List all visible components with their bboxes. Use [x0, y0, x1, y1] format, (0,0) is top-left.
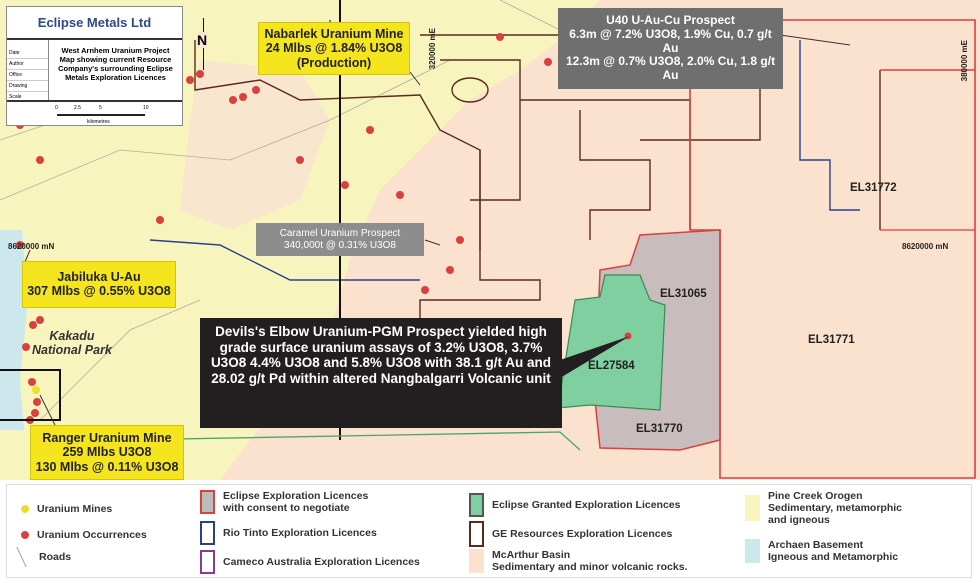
rio-swatch: [200, 521, 215, 545]
legend-label: Archaen Basement: [768, 539, 864, 551]
legend-label: GE Resources Exploration Licences: [492, 528, 673, 540]
map-title: West Arnhem Uranium Project Map showing …: [58, 46, 173, 82]
company-name: Eclipse Metals Ltd: [7, 7, 182, 40]
callout-line: Ranger Uranium Mine: [42, 431, 172, 445]
field-drawing: Drawing: [7, 81, 48, 92]
park-label-line: Kakadu: [49, 329, 95, 343]
consent-swatch: [200, 490, 215, 514]
callout-line: U40 U-Au-Cu Prospect: [606, 13, 735, 27]
field-author: Author: [7, 59, 48, 70]
field-office: Office: [7, 70, 48, 81]
cameco-swatch: [200, 550, 215, 574]
callout-line: 6.3m @ 7.2% U3O8, 1.9% Cu, 0.7 g/t Au: [569, 26, 772, 55]
legend-label: Pine Creek Orogen: [768, 490, 863, 502]
northing-label: 8620000 mN: [902, 242, 949, 251]
uranium-mine-icon: [21, 505, 29, 513]
callout-line: 340,000t @ 0.31% U3O8: [284, 239, 396, 251]
devils-elbow-callout: Devils's Elbow Uranium-PGM Prospect yiel…: [200, 318, 562, 428]
scale-bar: 0 2.5 5 10 kilometres: [7, 102, 182, 130]
licence-label: EL31065: [660, 288, 707, 300]
road-icon: [16, 547, 36, 567]
callout-line: Jabiluka U-Au: [57, 270, 141, 284]
scale-tick: 0: [55, 105, 58, 111]
licence-label: EL31770: [636, 423, 683, 435]
callout-line: Nabarlek Uranium Mine: [264, 27, 404, 41]
scale-tick: 10: [143, 105, 149, 111]
callout-line: Caramel Uranium Prospect: [279, 228, 401, 239]
legend: Uranium Mines Uranium Occurrences Roads …: [6, 484, 972, 578]
callout-line: 130 Mlbs @ 0.11% U3O8: [35, 459, 179, 474]
legend-label: Uranium Mines: [37, 503, 113, 515]
callout-line: 12.3m @ 0.7% U3O8, 2.0% Cu, 1.8 g/t Au: [565, 54, 776, 83]
ranger-mine-marker: [32, 386, 40, 394]
legend-label: with consent to negotiate: [223, 502, 350, 514]
archaen-swatch: [745, 539, 760, 563]
legend-label: Cameco Australia Exploration Licences: [223, 556, 420, 568]
legend-label: and igneous: [768, 514, 830, 526]
easting-label: 320000 mE: [428, 28, 437, 70]
ge-swatch: [469, 521, 484, 547]
licence-label: EL31771: [808, 334, 855, 346]
field-scale: Scale: [9, 94, 22, 100]
uranium-occurrence-icon: [21, 531, 29, 539]
scale-tick: 5: [99, 105, 102, 111]
legend-label: Roads: [39, 551, 72, 563]
legend-label: Eclipse Granted Exploration Licences: [492, 499, 681, 511]
north-label: N: [197, 32, 208, 48]
callout-line: (Production): [296, 55, 372, 70]
scale-unit: kilometres: [87, 119, 110, 125]
callout-line: 307 Mlbs @ 0.55% U3O8: [27, 284, 171, 299]
park-label-line: National Park: [32, 343, 112, 357]
pine-swatch: [745, 495, 760, 521]
eclipse-red-outline: [689, 19, 976, 479]
granted-swatch: [469, 493, 484, 517]
legend-label: Sedimentary and minor volcanic rocks.: [492, 561, 688, 573]
licence-label: EL27584: [588, 360, 635, 372]
legend-label: Uranium Occurrences: [37, 529, 147, 541]
mcarthur-swatch: [469, 549, 484, 573]
legend-label: Rio Tinto Exploration Licences: [223, 527, 377, 539]
archaen-strip: [0, 230, 28, 430]
legend-label: Eclipse Exploration Licences: [223, 490, 369, 502]
callout-line: 24 Mlbs @ 1.84% U3O8: [265, 41, 403, 56]
callout-line: 259 Mlbs U3O8: [62, 445, 152, 460]
field-date: Date: [7, 48, 48, 59]
map-title-box: Eclipse Metals Ltd Date Author Office Dr…: [6, 6, 183, 126]
legend-label: Sedimentary, metamorphic: [768, 502, 903, 514]
legend-label: Igneous and Metamorphic: [768, 551, 899, 563]
licence-label: EL31772: [850, 182, 897, 194]
legend-label: McArthur Basin: [492, 549, 571, 561]
scale-tick: 2.5: [74, 105, 81, 111]
north-arrow: N: [196, 18, 210, 70]
easting-label: 380000 mE: [960, 40, 969, 82]
mcarthur-inlier: [180, 60, 330, 230]
northing-label: 8620000 mN: [8, 242, 55, 251]
